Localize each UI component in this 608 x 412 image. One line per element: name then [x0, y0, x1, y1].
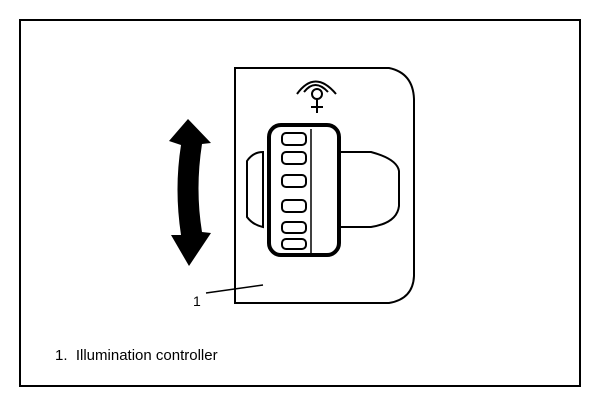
wheel-ribs: [281, 132, 307, 250]
controller-illustration: [169, 67, 415, 304]
callout-number: 1: [193, 293, 201, 309]
double-arrow-icon: [169, 119, 211, 266]
callout-leader-line: [205, 284, 264, 294]
figure-caption: 1. Illumination controller: [55, 347, 218, 364]
knob-housing: [246, 150, 400, 229]
figure-frame: 1 1. Illumination controller: [19, 19, 581, 387]
illumination-icon: [296, 80, 337, 113]
